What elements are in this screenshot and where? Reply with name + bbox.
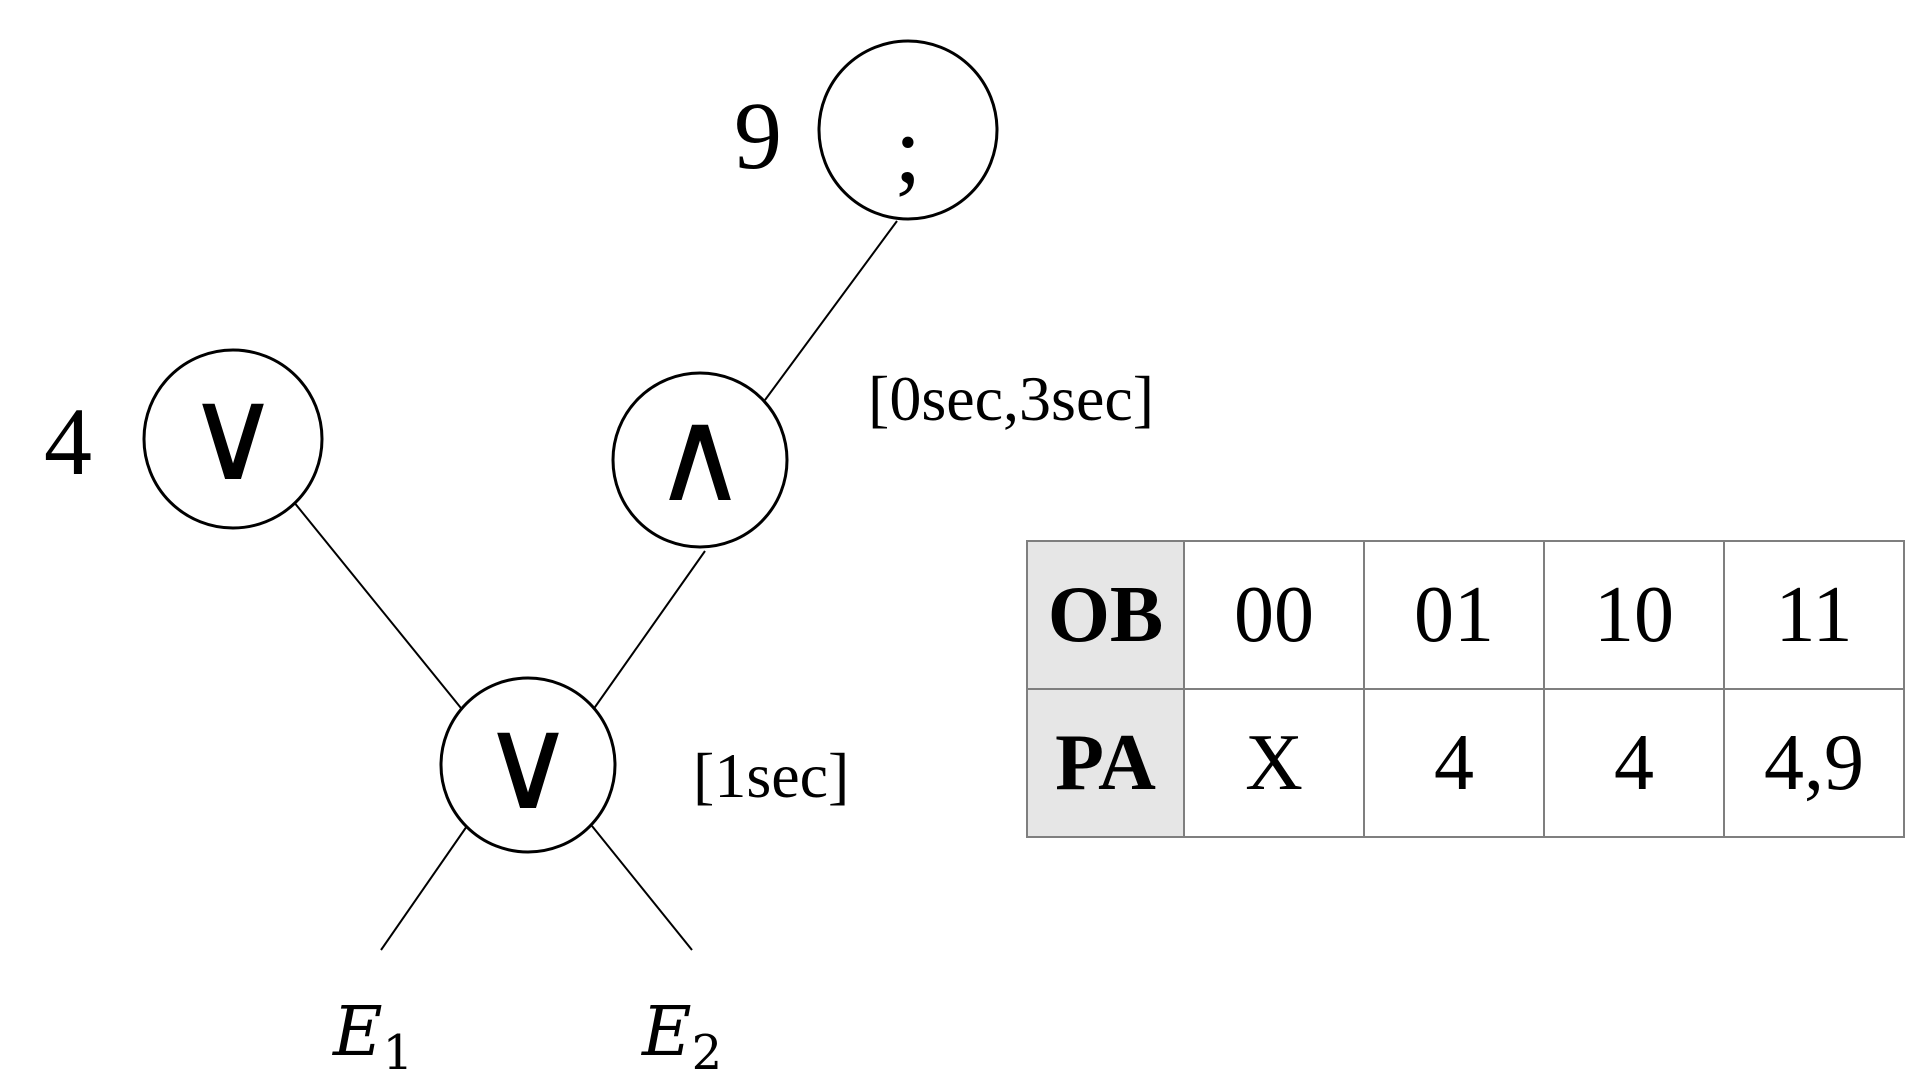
- left-or-gate-label: 4: [44, 388, 92, 495]
- table-cell: 4: [1363, 688, 1545, 838]
- table-cell: 01: [1363, 540, 1545, 690]
- table-row-ob: OB 00 01 10 11: [1026, 540, 1905, 690]
- edge-bottom-or-e2: [591, 825, 693, 951]
- edge-bottom-or-e1: [380, 825, 468, 951]
- table-header-ob: OB: [1026, 540, 1185, 690]
- table-cell: 4,9: [1723, 688, 1905, 838]
- edge-left-or-bottom-or: [288, 495, 466, 714]
- root-node-symbol: ;: [895, 96, 922, 203]
- ob-pa-table: OB 00 01 10 11 PA X 4 4 4,9: [1026, 540, 1905, 838]
- left-or-gate-node: ∨: [142, 348, 324, 530]
- left-or-gate-symbol: ∨: [185, 358, 280, 510]
- and-gate-symbol: ∧: [652, 379, 747, 531]
- input-event-e1: E1: [331, 993, 413, 1081]
- table-cell: 00: [1183, 540, 1365, 690]
- table-cell: 10: [1543, 540, 1725, 690]
- edge-and-bottom-or: [587, 550, 706, 718]
- edge-root-and: [764, 220, 898, 401]
- bottom-or-gate-interval: [1sec]: [693, 740, 849, 811]
- root-node: ;: [817, 39, 999, 221]
- table-header-pa: PA: [1026, 688, 1185, 838]
- bottom-or-gate-symbol: ∨: [480, 687, 575, 839]
- table-row-pa: PA X 4 4 4,9: [1026, 688, 1905, 838]
- table-cell: X: [1183, 688, 1365, 838]
- bottom-or-gate-node: ∨: [439, 676, 617, 854]
- and-gate-node: ∧: [611, 371, 789, 549]
- table-cell: 4: [1543, 688, 1725, 838]
- table-cell: 11: [1723, 540, 1905, 690]
- input-event-e2: E2: [640, 993, 722, 1081]
- root-node-label: 9: [734, 82, 782, 189]
- and-gate-interval: [0sec,3sec]: [868, 363, 1154, 434]
